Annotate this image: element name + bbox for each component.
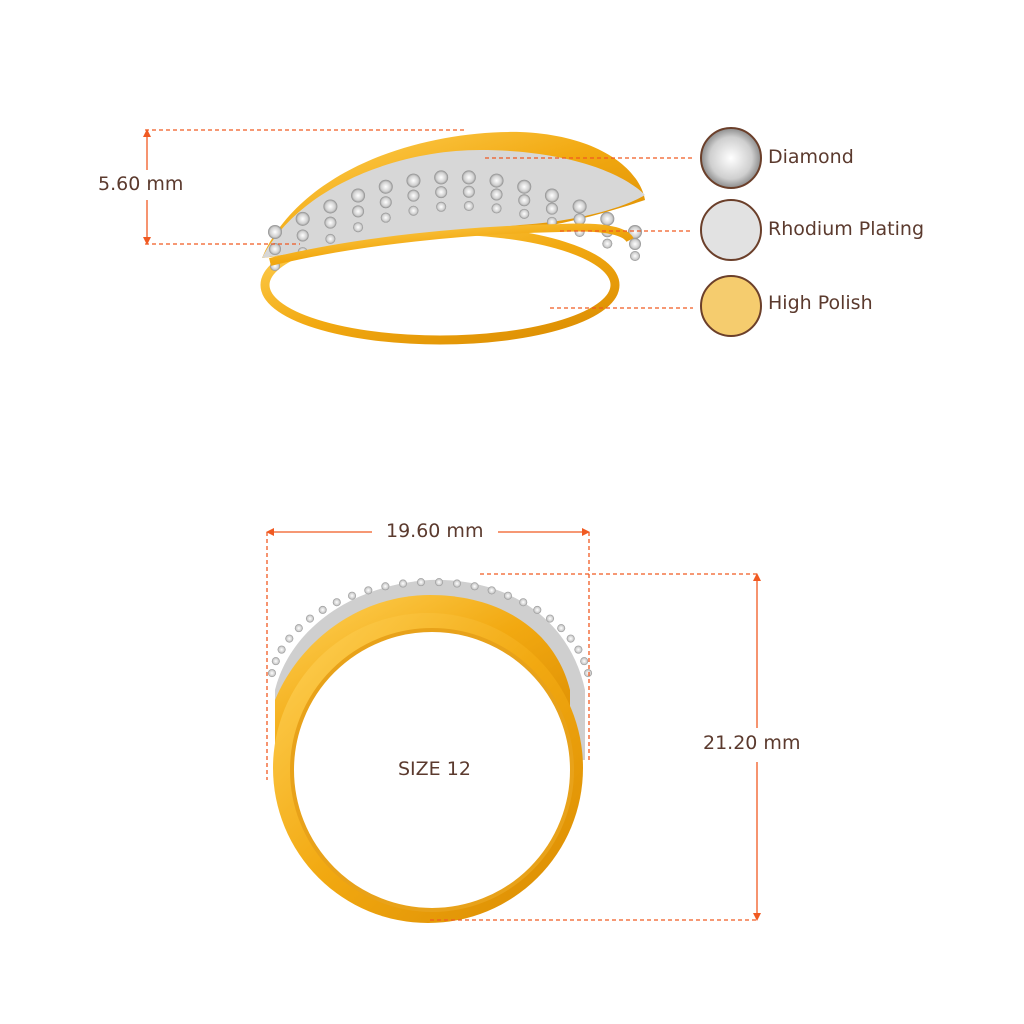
- diamond-stone: [268, 225, 282, 239]
- diamond-stone: [544, 188, 559, 203]
- diamond-stone: [533, 605, 542, 614]
- diamond-stone: [271, 657, 280, 666]
- diamond-stone: [519, 208, 530, 219]
- diamond-stone: [380, 212, 391, 223]
- diamond-stone: [269, 243, 281, 255]
- ring-side-view: [260, 131, 645, 345]
- diamond-stone: [323, 199, 338, 214]
- diamond-stone: [305, 614, 314, 623]
- diamond-stone: [545, 202, 558, 215]
- legend-diamond-label: Diamond: [768, 146, 854, 168]
- dimension-lines: [145, 129, 758, 921]
- diamond-stone: [574, 645, 583, 654]
- diamond-stone: [490, 188, 503, 201]
- diamond-stone: [416, 578, 425, 587]
- diamond-stone: [267, 669, 276, 678]
- diamond-stone: [435, 186, 448, 199]
- legend-rhodium-label: Rhodium Plating: [768, 218, 925, 240]
- diamond-stone: [503, 591, 512, 600]
- diamond-stone: [407, 189, 420, 202]
- diamond-stone: [461, 170, 476, 185]
- diamond-stone: [463, 201, 474, 212]
- diamond-stone: [325, 233, 336, 244]
- diamond-stone: [435, 578, 444, 587]
- diamond-stone: [462, 185, 475, 198]
- high-polish-swatch-icon: [700, 275, 762, 337]
- ring-front-view: [267, 578, 593, 923]
- diamond-stone: [573, 213, 586, 226]
- diamond-stone: [600, 211, 615, 226]
- diamond-stone: [572, 199, 587, 214]
- diamond-stone: [491, 203, 502, 214]
- diamond-stone: [378, 179, 393, 194]
- diamond-stone: [295, 211, 310, 226]
- diamond-stone: [566, 634, 575, 643]
- diamond-stone: [379, 196, 392, 209]
- diamond-stone: [294, 624, 303, 633]
- diamond-stone: [453, 579, 462, 588]
- diamond-stone: [398, 579, 407, 588]
- diamond-stone: [351, 188, 366, 203]
- diamond-swatch-icon: [700, 127, 762, 189]
- diamond-stone: [546, 614, 555, 623]
- diamond-stone: [277, 645, 286, 654]
- diamond-stone: [436, 201, 447, 212]
- diamond-stone: [353, 222, 364, 233]
- diamond-stone: [364, 586, 373, 595]
- diamond-stone: [487, 586, 496, 595]
- diamond-pave: [268, 170, 642, 271]
- legend-high-polish-label: High Polish: [768, 292, 873, 314]
- diamond-stone: [352, 205, 365, 218]
- width-dimension-label: 19.60 mm: [386, 520, 484, 542]
- diamond-stone: [348, 591, 357, 600]
- diamond-stone: [285, 634, 294, 643]
- diamond-stone: [518, 194, 531, 207]
- diamond-stone: [580, 657, 589, 666]
- diamond-stone: [519, 598, 528, 607]
- ring-size-label: SIZE 12: [398, 758, 471, 780]
- diamond-stone: [629, 238, 641, 250]
- diamond-pave-front: [267, 578, 593, 678]
- rhodium-swatch-icon: [700, 199, 762, 261]
- height-dimension-label: 5.60 mm: [98, 173, 184, 195]
- front-height-dimension-label: 21.20 mm: [703, 732, 801, 754]
- diamond-stone: [296, 229, 309, 242]
- diamond-stone: [489, 173, 504, 188]
- diamond-stone: [517, 179, 532, 194]
- diamond-stone: [557, 624, 566, 633]
- diamond-stone: [434, 170, 449, 185]
- diamond-stone: [470, 582, 479, 591]
- diamond-stone: [318, 605, 327, 614]
- diamond-stone: [408, 205, 419, 216]
- diamond-stone: [381, 582, 390, 591]
- diamond-stone: [584, 669, 593, 678]
- diamond-stone: [602, 238, 613, 249]
- diamond-stone: [406, 173, 421, 188]
- diamond-stone: [332, 598, 341, 607]
- diamond-stone: [324, 216, 337, 229]
- dimension-arrows: [143, 129, 761, 921]
- diamond-stone: [630, 251, 640, 261]
